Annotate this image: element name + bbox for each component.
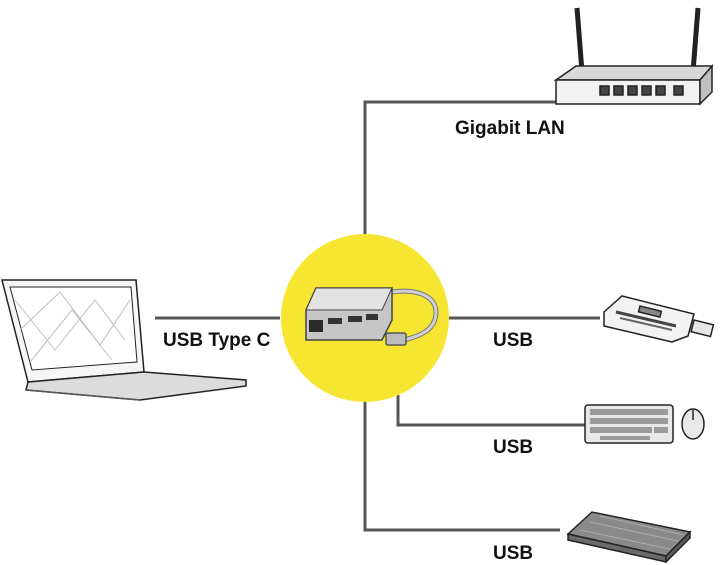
line-to-drive — [363, 395, 560, 532]
label-gigabit-lan: Gigabit LAN — [455, 118, 565, 139]
line-to-keyboard — [396, 395, 585, 427]
label-usb-3: USB — [493, 543, 534, 564]
router-icon — [553, 7, 714, 106]
line-to-router — [363, 100, 560, 240]
label-usb-2: USB — [493, 437, 534, 458]
label-usb-type-c: USB Type C — [163, 330, 271, 351]
card-reader-icon — [603, 295, 715, 343]
external-drive-icon — [566, 511, 692, 563]
keyboard-mouse-icon — [584, 404, 705, 444]
laptop-icon — [1, 279, 247, 401]
usb-c-hub-icon — [305, 287, 439, 346]
label-usb-1: USB — [493, 330, 534, 351]
connector-lines — [155, 100, 600, 532]
